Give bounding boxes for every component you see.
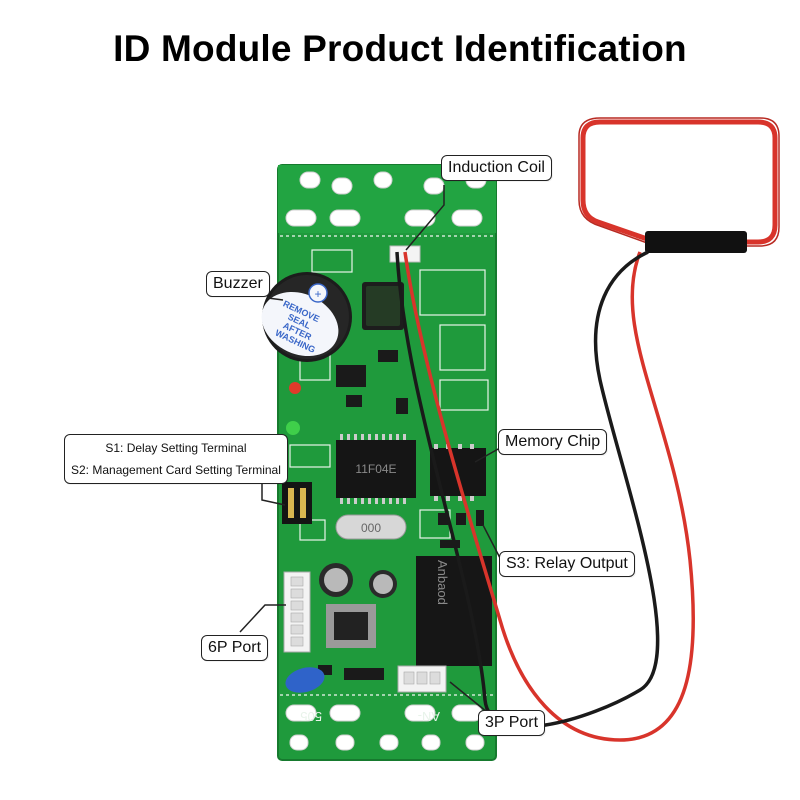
- jumper-pins: [282, 482, 312, 524]
- memory-chip-label: Memory Chip: [498, 429, 608, 455]
- red-led: [289, 382, 301, 394]
- jumper-terminals-label: S1: Delay Setting Terminal S2: Managemen…: [64, 434, 288, 484]
- mcu-marking: 11F04E: [355, 462, 396, 476]
- leader-jumper: [261, 482, 286, 506]
- leader-buzzer: [267, 297, 284, 301]
- relay-brand: Anbaod: [435, 560, 450, 605]
- voltage-regulator: [326, 604, 376, 648]
- mcu-chip: 11F04E: [336, 434, 416, 504]
- relay-output-label: S3: Relay Output: [499, 551, 635, 577]
- crystal-marking: 000: [361, 521, 381, 535]
- leader-induction-coil: [405, 185, 445, 251]
- 6p-port-label: 6P Port: [201, 635, 269, 661]
- page-title: ID Module Product Identification: [113, 28, 687, 69]
- 3p-port-label: 3P Port: [478, 710, 546, 736]
- leader-relay-output: [482, 524, 501, 559]
- green-led: [286, 421, 300, 435]
- board-marking-505: 505: [300, 709, 322, 724]
- buzzer: + REMOVE SEAL AFTER WASHING: [261, 272, 352, 362]
- relay: Anbaod: [416, 556, 492, 666]
- three-pin-port: [397, 665, 447, 693]
- plus-icon: +: [314, 287, 321, 301]
- blue-capacitor: [285, 667, 325, 693]
- buzzer-label: Buzzer: [206, 271, 270, 297]
- board-marking-an: AN-: [418, 709, 440, 724]
- capacitor-small: [369, 570, 397, 598]
- leader-6p-port: [239, 604, 286, 633]
- leader-memory-chip: [474, 447, 501, 463]
- s2-management-card-label: S2: Management Card Setting Terminal: [71, 463, 281, 477]
- leader-3p-port: [449, 681, 488, 713]
- induction-coil-label: Induction Coil: [441, 155, 552, 181]
- capacitor-large: [319, 563, 353, 597]
- six-pin-port: [283, 571, 311, 653]
- s1-delay-setting-label: S1: Delay Setting Terminal: [105, 441, 247, 455]
- pcb-board: 11F04E 000: [277, 164, 497, 761]
- red-wire: [403, 251, 696, 742]
- crystal: 000: [335, 514, 407, 540]
- black-wire: [395, 250, 660, 729]
- induction-coil: [578, 117, 780, 253]
